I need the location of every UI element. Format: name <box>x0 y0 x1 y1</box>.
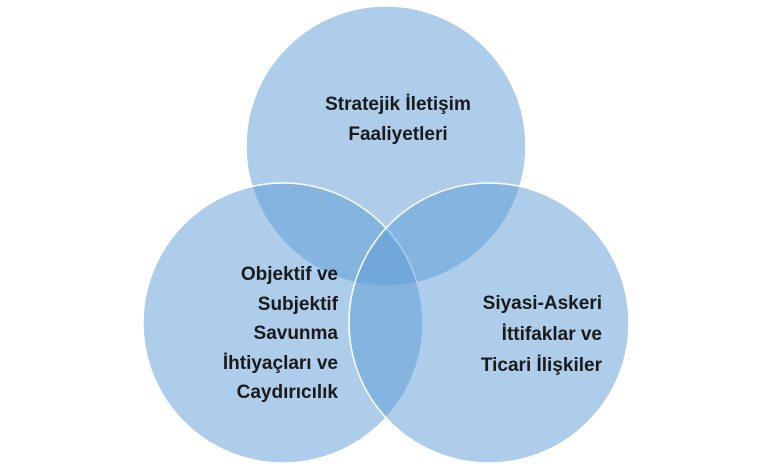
label-line: Savunma <box>253 323 338 344</box>
label-right: Siyasi-Askeri İttifaklar ve Ticari İlişk… <box>402 288 602 381</box>
label-left: Objektif ve Subjektif Savunma İhtiyaçlar… <box>140 260 338 408</box>
label-line: İhtiyaçları ve <box>222 352 338 374</box>
label-top: Stratejik İletişim Faaliyetleri <box>248 90 548 150</box>
label-line: Siyasi-Askeri <box>482 293 602 314</box>
label-line: İttifaklar ve <box>501 324 602 345</box>
label-line: Subjektif <box>257 293 338 315</box>
label-line: Stratejik İletişim <box>325 94 471 115</box>
circle-right <box>348 182 630 464</box>
label-line: Faaliyetleri <box>348 124 448 145</box>
label-line: Caydırıcılık <box>236 382 338 403</box>
label-line: Ticari İlişkiler <box>480 355 602 376</box>
label-line: Objektif ve <box>240 264 338 285</box>
